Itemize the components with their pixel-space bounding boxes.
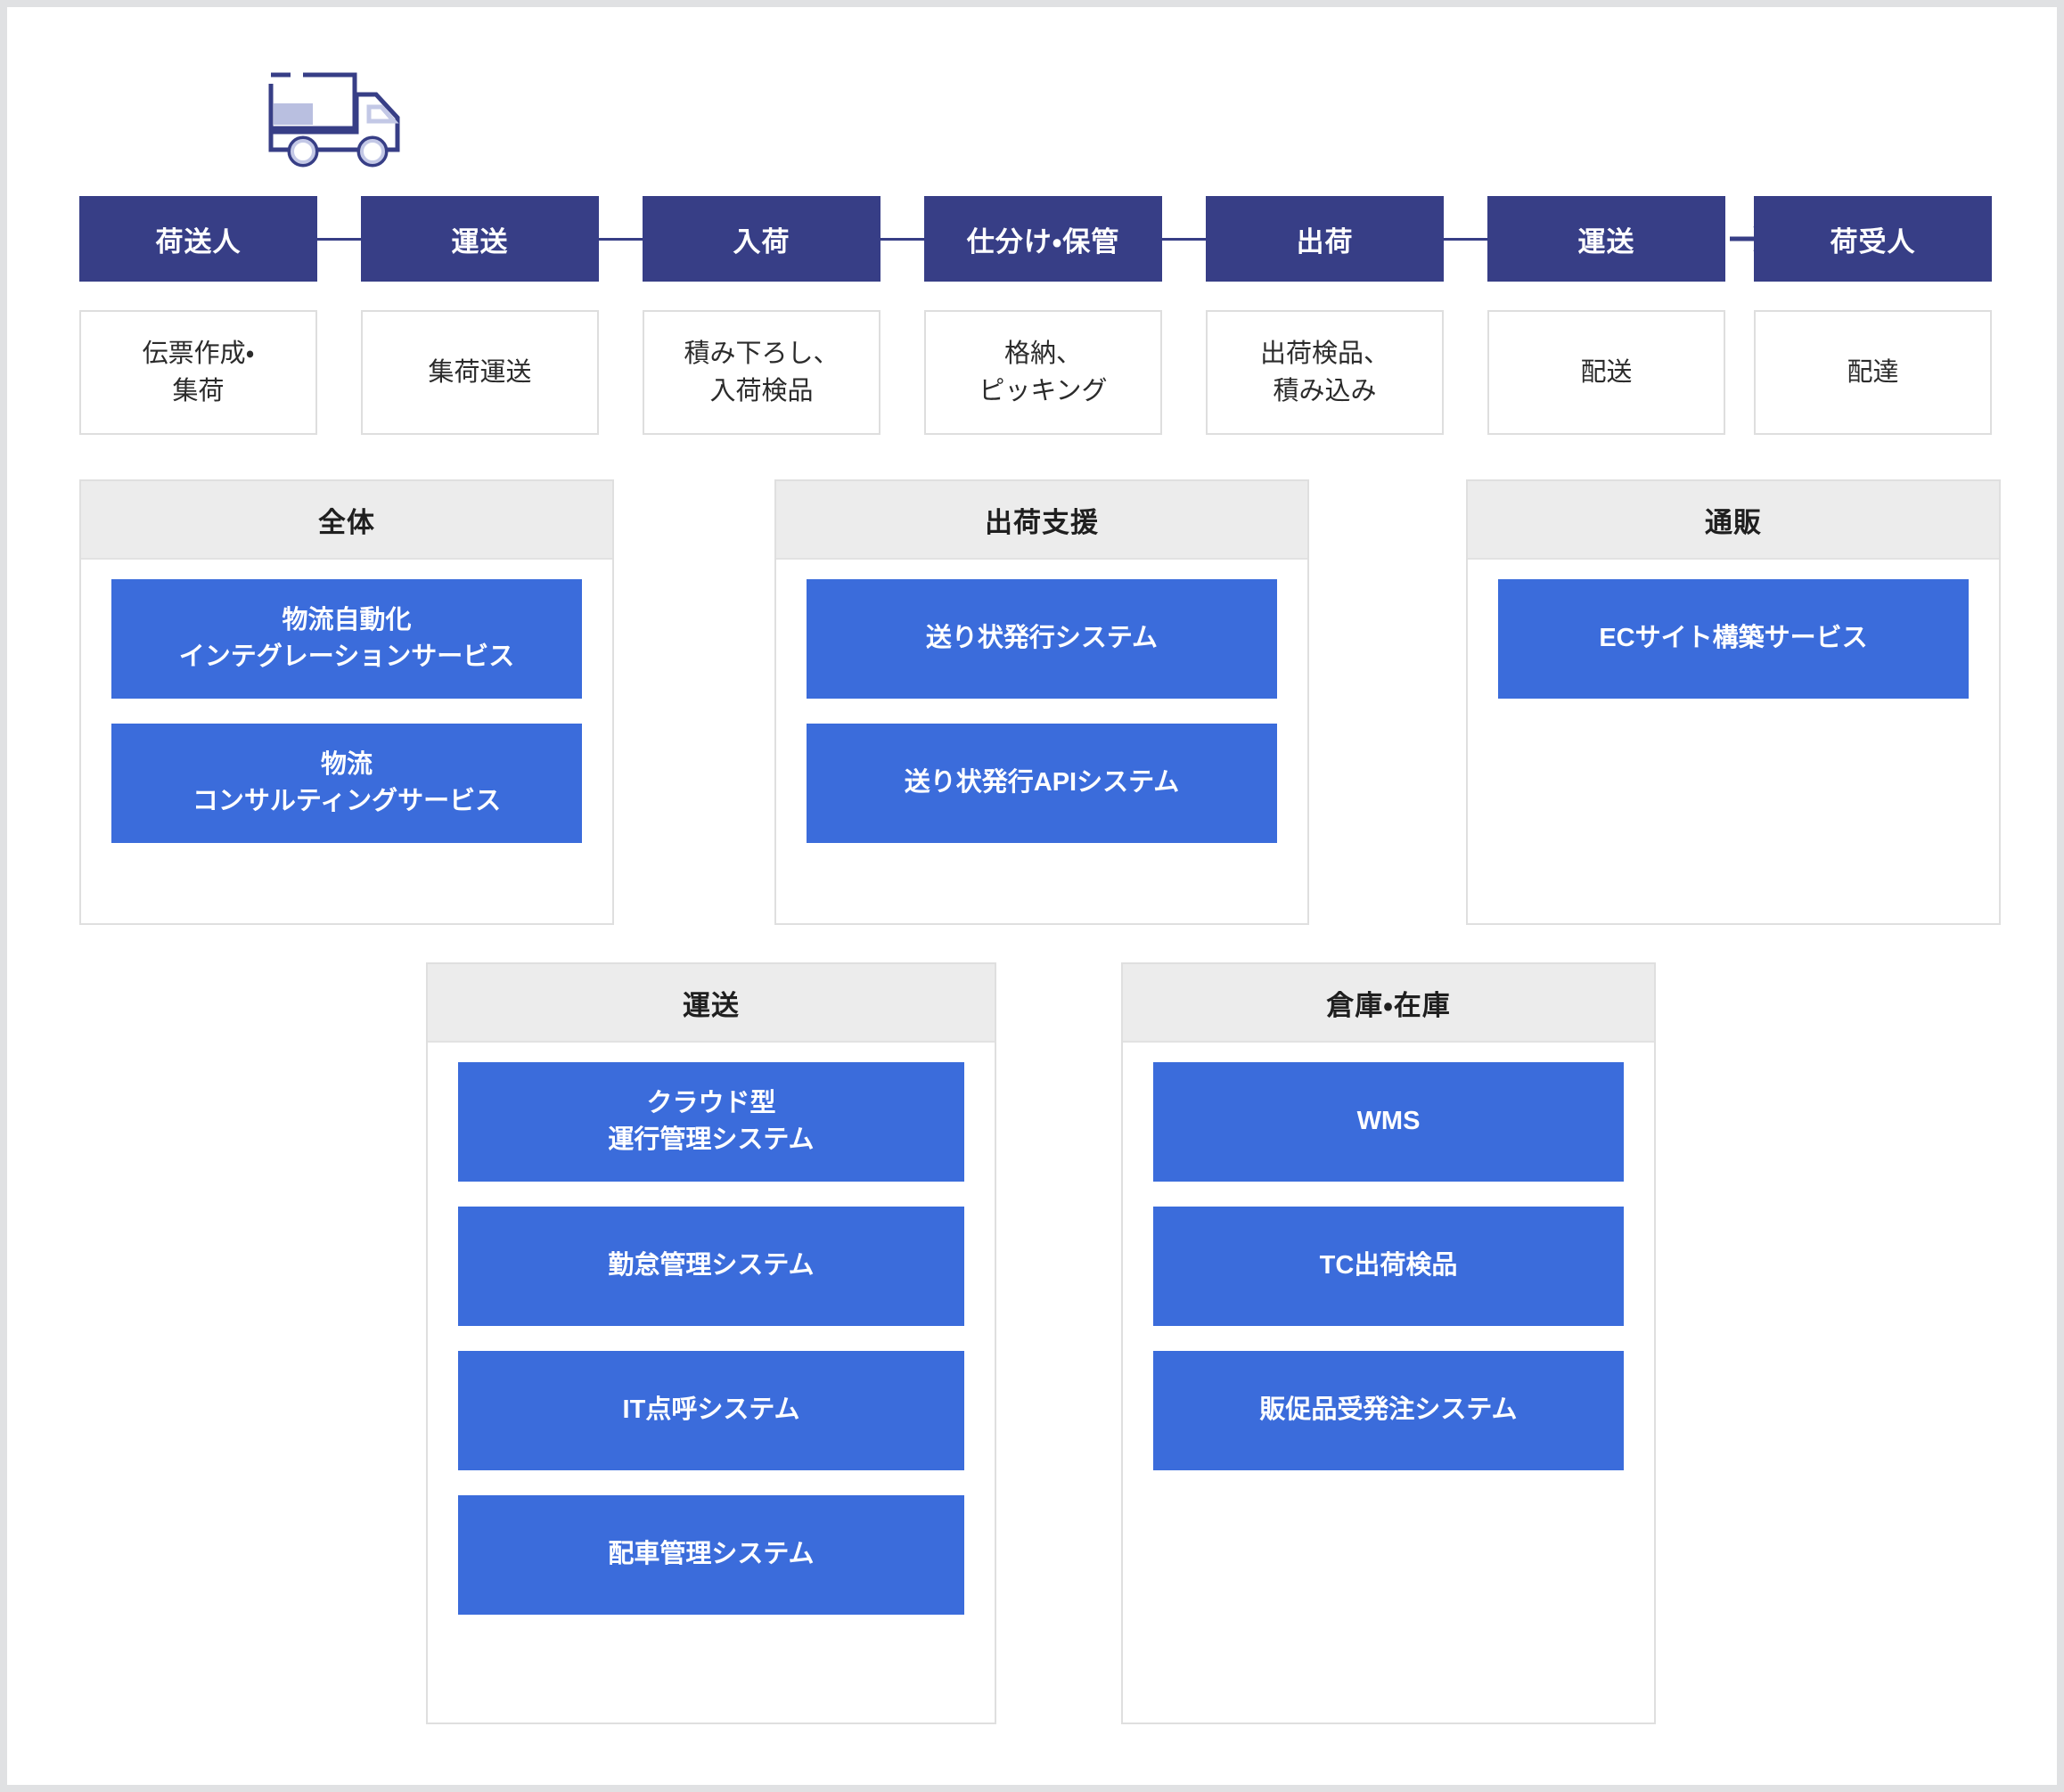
panel-shukka-shien: 出荷支援 送り状発行システム 送り状発行APIシステム	[774, 479, 1309, 925]
flow-connector-3	[880, 238, 924, 241]
flow-step-5[interactable]: 出荷	[1206, 196, 1444, 282]
process-flow-row: 荷送人 運送 入荷 仕分け・保管 出荷 運送 荷受人	[79, 196, 1992, 282]
task-box-6: 配送	[1487, 310, 1725, 435]
task-box-1: 伝票作成・ 集荷	[79, 310, 317, 435]
flow-step-label: 仕分け・保管	[966, 225, 1120, 258]
panel-unso: 運送 クラウド型 運行管理システム 勤怠管理システム IT点呼システム 配車管理…	[426, 962, 996, 1724]
panel-zentai: 全体 物流自動化 インテグレーションサービス 物流 コンサルティングサービス	[79, 479, 614, 925]
panel-title-tsuhan: 通販	[1468, 481, 1999, 560]
flow-step-6[interactable]: 運送	[1487, 196, 1725, 282]
service-box-tc-shukka-kenpin[interactable]: TC出荷検品	[1153, 1207, 1624, 1326]
task-box-5: 出荷検品、 積み込み	[1206, 310, 1444, 435]
flow-connector-2	[599, 238, 643, 241]
flow-step-1[interactable]: 荷送人	[79, 196, 317, 282]
flow-connector-5	[1444, 238, 1487, 241]
flow-step-3[interactable]: 入荷	[643, 196, 880, 282]
panel-body-shukka-shien: 送り状発行システム 送り状発行APIシステム	[776, 560, 1307, 866]
service-box-butsuryu-jidoka[interactable]: 物流自動化 インテグレーションサービス	[111, 579, 582, 699]
service-box-hansokuhin-juhachu[interactable]: 販促品受発注システム	[1153, 1351, 1624, 1470]
flow-step-label: 運送	[451, 225, 509, 258]
service-box-cloud-unko-kanri[interactable]: クラウド型 運行管理システム	[458, 1062, 964, 1182]
task-description-row: 伝票作成・ 集荷 集荷運送 積み下ろし、 入荷検品 格納、 ピッキング 出荷検品…	[79, 310, 1992, 435]
service-box-haisha-kanri[interactable]: 配車管理システム	[458, 1495, 964, 1615]
panel-body-zentai: 物流自動化 インテグレーションサービス 物流 コンサルティングサービス	[81, 560, 612, 866]
flow-connector-4	[1162, 238, 1206, 241]
task-box-3: 積み下ろし、 入荷検品	[643, 310, 880, 435]
flow-step-7[interactable]: 荷受人	[1754, 196, 1992, 282]
service-box-butsuryu-consulting[interactable]: 物流 コンサルティングサービス	[111, 724, 582, 843]
flow-step-label: 荷受人	[1830, 225, 1916, 258]
flow-step-label: 荷送人	[155, 225, 242, 258]
panel-title-unso: 運送	[428, 964, 995, 1043]
panel-body-soko-zaiko: WMS TC出荷検品 販促品受発注システム	[1123, 1043, 1654, 1493]
flow-connector-1	[317, 238, 361, 241]
service-box-ec-site[interactable]: ECサイト構築サービス	[1498, 579, 1969, 699]
panel-tsuhan: 通販 ECサイト構築サービス	[1466, 479, 2001, 925]
service-box-it-tenko[interactable]: IT点呼システム	[458, 1351, 964, 1470]
delivery-truck-icon	[264, 62, 414, 169]
service-box-okurijo-hakko-api[interactable]: 送り状発行APIシステム	[807, 724, 1277, 843]
panel-title-soko-zaiko: 倉庫・在庫	[1123, 964, 1654, 1043]
panel-title-shukka-shien: 出荷支援	[776, 481, 1307, 560]
task-box-4: 格納、 ピッキング	[924, 310, 1162, 435]
flow-step-2[interactable]: 運送	[361, 196, 599, 282]
panel-body-tsuhan: ECサイト構築サービス	[1468, 560, 1999, 722]
service-box-wms[interactable]: WMS	[1153, 1062, 1624, 1182]
task-box-2: 集荷運送	[361, 310, 599, 435]
flow-step-label: 出荷	[1296, 225, 1354, 258]
service-box-kintai-kanri[interactable]: 勤怠管理システム	[458, 1207, 964, 1326]
panel-body-unso: クラウド型 運行管理システム 勤怠管理システム IT点呼システム 配車管理システ…	[428, 1043, 995, 1638]
flow-step-4[interactable]: 仕分け・保管	[924, 196, 1162, 282]
flow-step-label: 運送	[1577, 225, 1635, 258]
flow-step-label: 入荷	[733, 225, 790, 258]
task-box-7: 配達	[1754, 310, 1992, 435]
panel-title-zentai: 全体	[81, 481, 612, 560]
panel-soko-zaiko: 倉庫・在庫 WMS TC出荷検品 販促品受発注システム	[1121, 962, 1656, 1724]
service-box-okurijo-hakko[interactable]: 送り状発行システム	[807, 579, 1277, 699]
